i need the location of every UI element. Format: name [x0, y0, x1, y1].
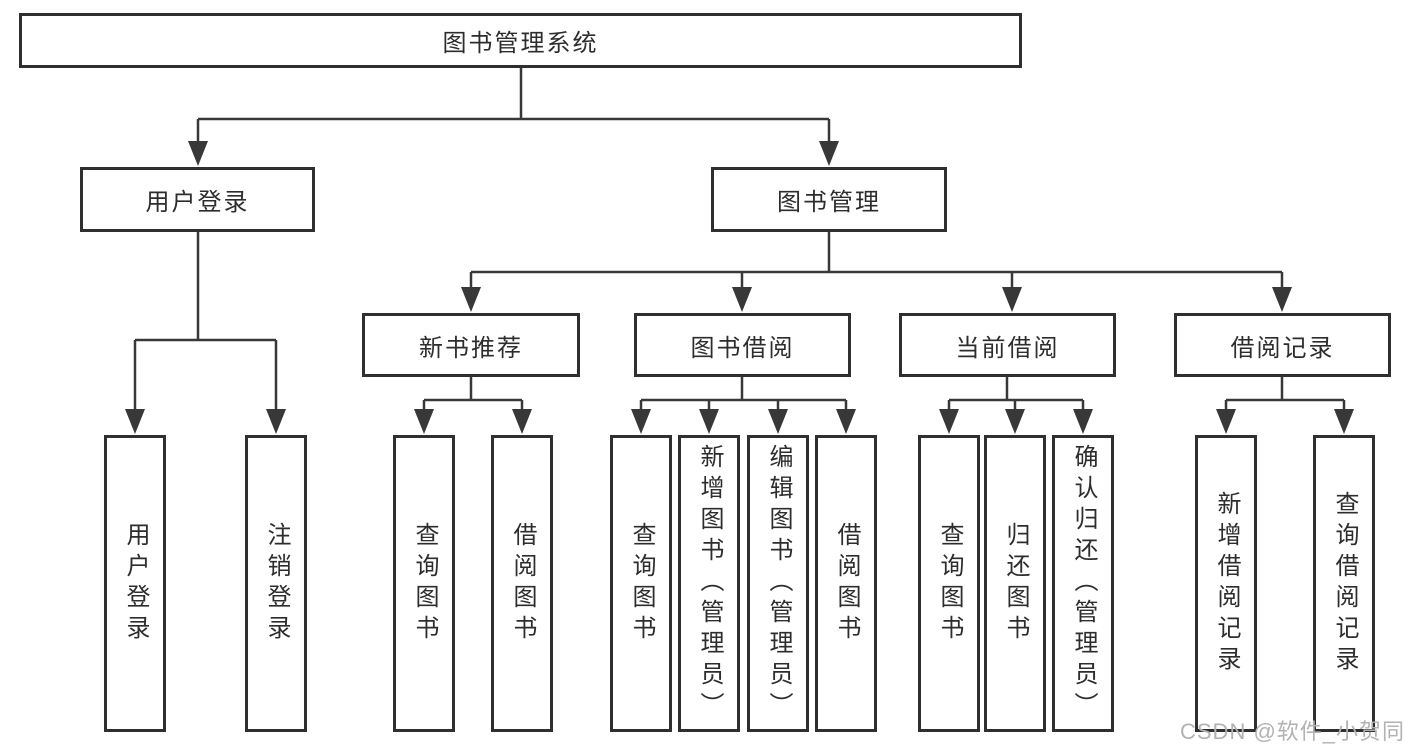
leaf-edit-books-admin: 编辑图书（管理员） [747, 435, 809, 732]
leaf-add-books-admin: 新增图书（管理员） [678, 435, 740, 732]
leaf-borrow-books-recommend: 借阅图书 [491, 435, 553, 732]
leaf-return-books: 归还图书 [984, 435, 1046, 732]
node-book-management: 图书管理 [711, 167, 947, 232]
leaf-query-books-borrow: 查询图书 [610, 435, 672, 732]
leaf-query-borrow-record: 查询借阅记录 [1313, 435, 1375, 732]
leaf-query-books-current: 查询图书 [918, 435, 980, 732]
node-current-borrowing: 当前借阅 [899, 313, 1116, 377]
node-book-borrowing: 图书借阅 [634, 313, 851, 377]
leaf-confirm-return-admin: 确认归还（管理员） [1052, 435, 1114, 732]
node-new-book-recommendation: 新书推荐 [362, 313, 580, 377]
node-library-management-system: 图书管理系统 [19, 13, 1022, 68]
node-user-login: 用户登录 [80, 167, 315, 232]
watermark: CSDN @软件_小贺同学 [1180, 719, 1405, 744]
leaf-user-login: 用户登录 [104, 435, 166, 732]
node-borrowing-records: 借阅记录 [1174, 313, 1391, 377]
leaf-add-borrow-record: 新增借阅记录 [1195, 435, 1257, 732]
leaf-borrow-books: 借阅图书 [815, 435, 877, 732]
leaf-query-books-recommend: 查询图书 [393, 435, 455, 732]
leaf-logout: 注销登录 [245, 435, 307, 732]
